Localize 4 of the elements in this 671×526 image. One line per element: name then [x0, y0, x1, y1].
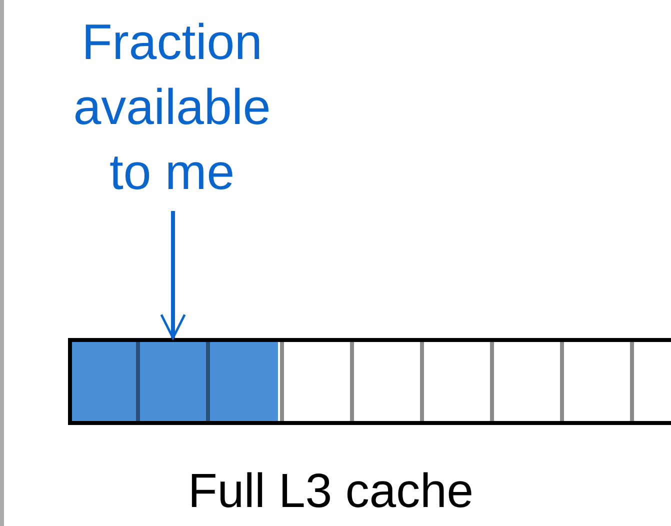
- cache-label: Full L3 cache: [188, 464, 474, 520]
- cache-fraction: [72, 342, 278, 421]
- arrow: [160, 211, 186, 340]
- callout-text: Fraction available to me: [47, 10, 297, 205]
